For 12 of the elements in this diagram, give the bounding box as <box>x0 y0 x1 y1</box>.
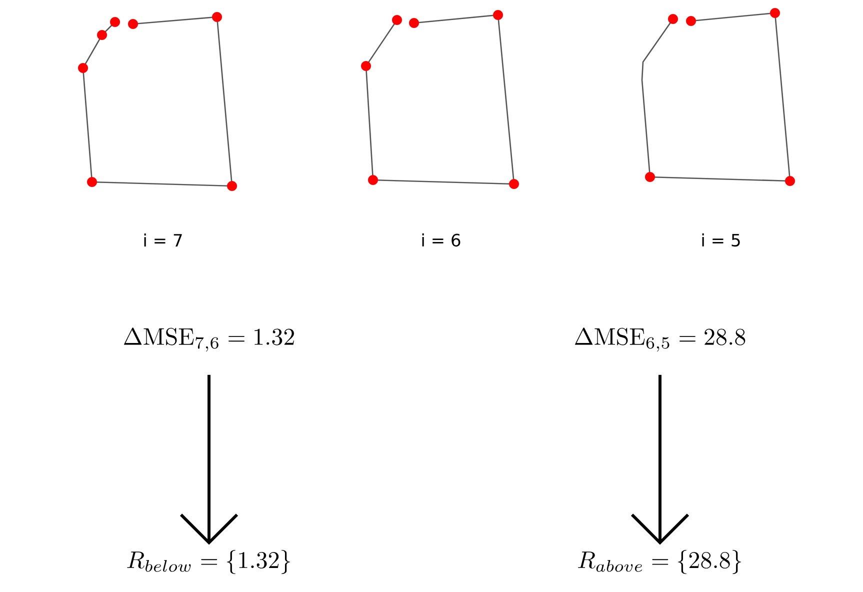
formula: $\Delta\mathrm{MSE}_{6,5} = 28.8$ <box>574 328 746 352</box>
index-label: i = 7 <box>144 234 182 246</box>
arrow <box>630 374 690 545</box>
index-label: i = 5 <box>702 233 740 247</box>
formula: $\Delta\mathrm{MSE}_{7,6} = 1.32$ <box>124 328 294 352</box>
outline-drawing <box>361 10 519 189</box>
formula: $R_{below} = \{1.32\}$ <box>127 550 290 574</box>
formula: $R_{above} = \{28.8\}$ <box>578 550 742 574</box>
outline-drawing <box>641 8 795 186</box>
index-label: i = 6 <box>422 233 460 247</box>
outline-drawing <box>78 12 237 191</box>
arrow <box>180 374 238 545</box>
